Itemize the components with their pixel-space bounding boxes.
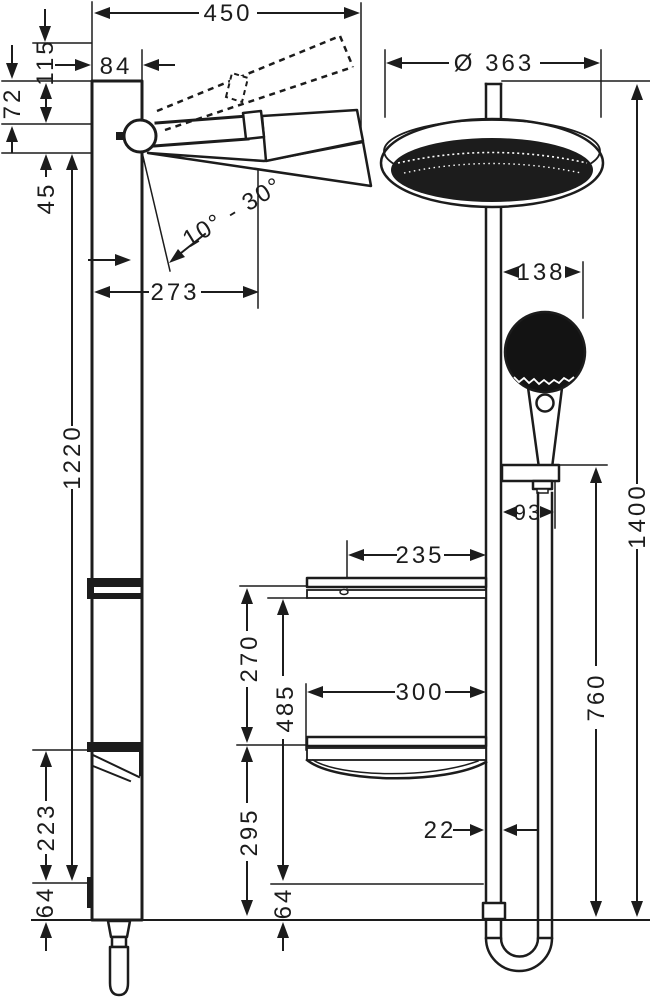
shower-arm-top <box>154 114 250 125</box>
dim-wall-to-arm: 115 <box>32 38 59 85</box>
handshower-spray-line <box>513 376 575 386</box>
hose-outlet-cover <box>87 877 93 908</box>
dim-holder-height: 760 <box>583 672 610 721</box>
pivot-joint <box>122 118 158 154</box>
dim-head-diameter: Ø 363 <box>454 50 534 77</box>
dim-lower-shelf-width: 300 <box>395 679 444 706</box>
dim-tray-to-base: 295 <box>236 807 263 856</box>
dim-base-offset-left: 64 <box>32 886 59 919</box>
upper-shelf-side <box>87 578 143 587</box>
tilted-position-cap <box>338 35 355 68</box>
handshower-button <box>535 393 555 413</box>
dim-tilt-range: 10° - 30° <box>178 172 288 254</box>
dim-shelf-to-base: 485 <box>272 683 299 732</box>
dim-pipe-width: 22 <box>424 817 457 844</box>
dimension-arrowheads <box>6 7 643 938</box>
upper-shelf-front-edge <box>306 589 487 599</box>
lower-shelf-front <box>305 735 488 748</box>
pivot-mount <box>116 132 124 140</box>
tray-front-curve <box>305 758 488 780</box>
hose-u-bend <box>484 936 554 973</box>
dim-arm-drop: 45 <box>33 182 60 215</box>
shelf-drain-hole <box>339 588 349 596</box>
holder-connector <box>531 479 554 491</box>
hose-end-side <box>108 945 130 997</box>
dim-arm-pivot-drop: 72 <box>0 87 26 120</box>
tilted-position-joint <box>224 71 250 104</box>
dim-holder-offset: 93 <box>514 500 542 525</box>
pipe-collar <box>481 901 507 921</box>
upper-shelf-side-cap <box>87 578 94 599</box>
lower-shelf-side <box>87 742 143 752</box>
dim-base-offset-right: 64 <box>270 887 297 920</box>
dim-handshower-offset: 138 <box>516 259 565 286</box>
hose-nut <box>536 488 549 494</box>
bottom-connector <box>106 919 132 939</box>
tilted-position-bottom <box>164 65 354 132</box>
bottom-connector-collar <box>110 935 128 949</box>
dim-overall-depth: 450 <box>203 0 252 27</box>
side-view <box>87 34 373 997</box>
dimension-labels: 450 84 115 72 45 10° - 30° 273 1220 223 … <box>0 0 650 919</box>
arm-joint <box>241 109 266 141</box>
dim-lower-bracket: 223 <box>33 802 60 851</box>
front-view <box>305 82 605 973</box>
dimension-lines <box>11 9 638 951</box>
handshower-head <box>503 310 587 394</box>
wall-bar-side <box>90 79 144 922</box>
upper-shelf-side-lower <box>87 593 143 599</box>
handshower-holder <box>500 463 561 483</box>
shower-arm-bottom <box>152 137 250 148</box>
lower-shelf-front-edge <box>306 747 487 761</box>
dim-bar-depth: 84 <box>100 53 133 80</box>
dim-shelf-gap: 270 <box>236 633 263 682</box>
dim-arm-reach: 273 <box>150 279 199 306</box>
dim-bar-length: 1220 <box>59 424 86 489</box>
upper-shelf-front <box>305 576 488 589</box>
dim-total-height: 1400 <box>624 483 650 548</box>
overhead-spray-face <box>391 138 593 202</box>
tilted-position-top <box>156 34 341 113</box>
dim-upper-shelf-width: 235 <box>395 542 444 569</box>
shower-head-side <box>260 108 365 163</box>
